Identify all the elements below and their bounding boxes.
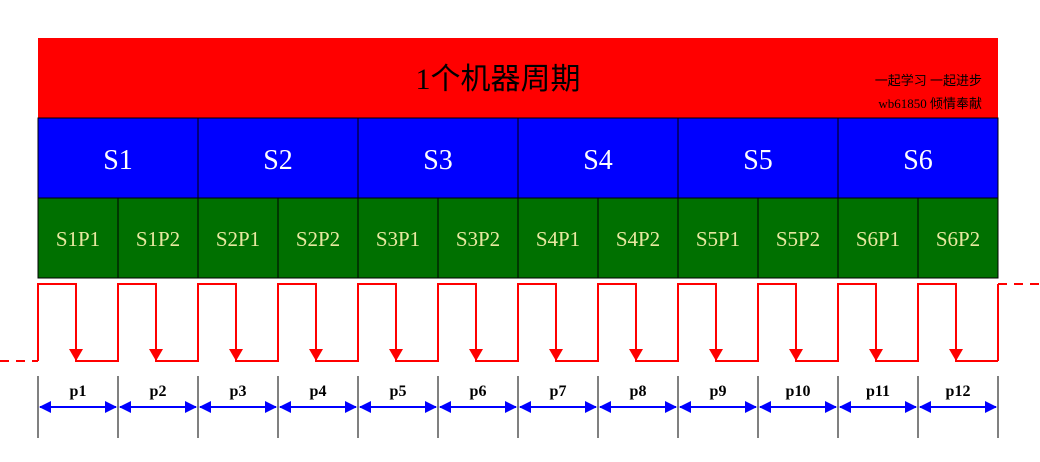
state-label: S6 xyxy=(903,145,933,176)
period-label: p4 xyxy=(310,383,327,400)
phase-label: S2P1 xyxy=(216,227,260,251)
period-label: p12 xyxy=(946,383,971,400)
period-label: p11 xyxy=(866,383,890,400)
period-label: p9 xyxy=(710,383,727,400)
phase-label: S4P2 xyxy=(616,227,660,251)
phase-label: S2P2 xyxy=(296,227,340,251)
machine-cycle-bar xyxy=(38,38,998,118)
credit-line-1: 一起学习 一起进步 xyxy=(875,73,982,88)
phase-label: S6P1 xyxy=(856,227,900,251)
phase-cell xyxy=(837,197,919,279)
phase-label: S3P2 xyxy=(456,227,500,251)
period-label: p10 xyxy=(786,383,811,400)
credit-line-2: wb61850 倾情奉献 xyxy=(878,96,982,111)
phase-label: S1P2 xyxy=(136,227,180,251)
phase-label: S1P1 xyxy=(56,227,100,251)
state-label: S2 xyxy=(263,145,293,176)
period-label: p7 xyxy=(550,383,567,400)
period-row: p1 p2 p3 p4 p5 p6 p7 p8 p9 p10 p11 p12 xyxy=(37,376,999,438)
state-label: S3 xyxy=(423,145,453,176)
state-cell xyxy=(197,117,359,199)
state-cell xyxy=(517,117,679,199)
phase-label: S5P1 xyxy=(696,227,740,251)
period-label: p8 xyxy=(630,383,647,400)
phase-row: S1P1 S1P2 S2P1 S2P2 S3P1 S3P2 S4P1 S4P2 S5P1 S5P2… xyxy=(37,197,999,279)
phase-cell xyxy=(437,197,519,279)
phase-cell xyxy=(197,197,279,279)
state-row: S1 S2 S3 S4 S5 S6 xyxy=(37,117,999,199)
state-cell xyxy=(37,117,199,199)
state-label: S4 xyxy=(583,145,613,176)
phase-cell xyxy=(117,197,199,279)
period-label: p3 xyxy=(230,383,247,400)
period-label: p1 xyxy=(70,383,87,400)
phase-cell xyxy=(357,197,439,279)
phase-cell xyxy=(277,197,359,279)
phase-cell xyxy=(757,197,839,279)
clock-signal xyxy=(37,283,998,362)
state-label: S5 xyxy=(743,145,773,176)
phase-label: S4P1 xyxy=(536,227,580,251)
phase-cell xyxy=(677,197,759,279)
period-label: p2 xyxy=(150,383,167,400)
phase-cell xyxy=(597,197,679,279)
machine-cycle-title: 1个机器周期 xyxy=(416,63,581,96)
state-cell xyxy=(357,117,519,199)
phase-cell xyxy=(917,197,999,279)
phase-label: S5P2 xyxy=(776,227,820,251)
phase-cell xyxy=(517,197,599,279)
clock-waveform xyxy=(0,283,1040,362)
period-label: p5 xyxy=(390,383,407,400)
phase-cell xyxy=(37,197,119,279)
state-label: S1 xyxy=(103,145,133,176)
phase-label: S6P2 xyxy=(936,227,980,251)
phase-label: S3P1 xyxy=(376,227,420,251)
period-label: p6 xyxy=(470,383,487,400)
